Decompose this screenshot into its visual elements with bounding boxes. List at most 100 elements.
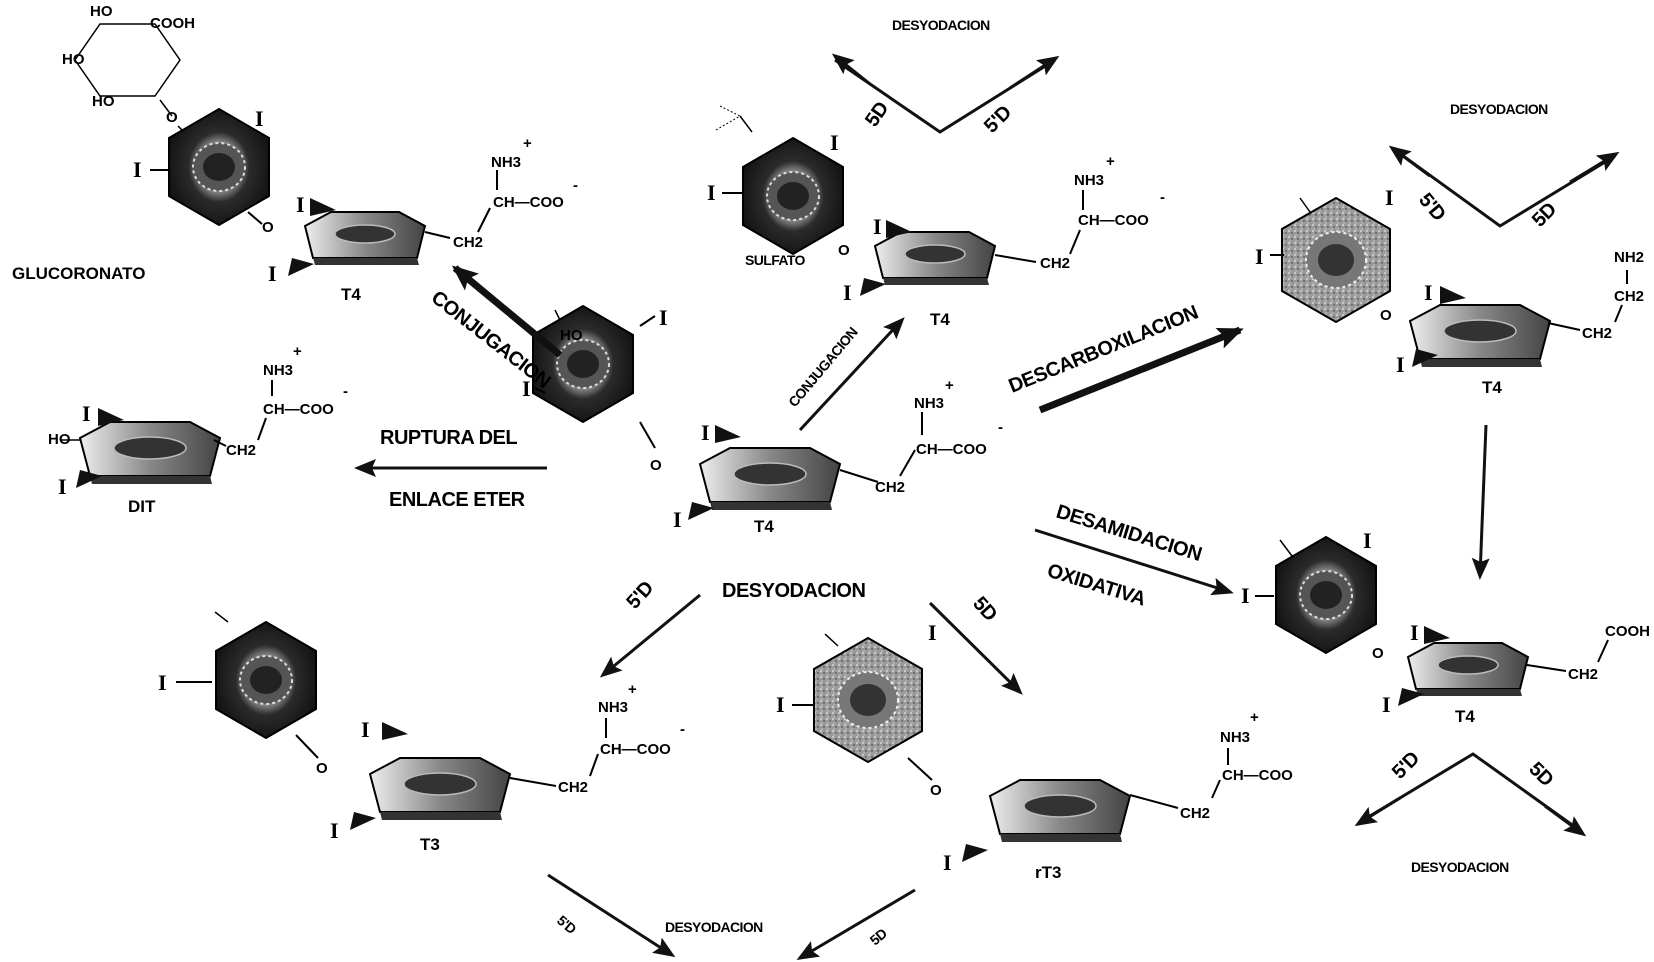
sulfato-label: SULFATO xyxy=(745,252,806,268)
t3-label: T3 xyxy=(420,835,440,854)
decarbox-iodine-3: I xyxy=(1424,280,1433,305)
deamination-inner-ring xyxy=(1408,643,1528,696)
glucoronato-label: GLUCORONATO xyxy=(12,264,145,283)
deamination-ether-oxygen: O xyxy=(1372,645,1384,662)
t4-sulfate-label: T4 xyxy=(930,310,950,329)
glucuronide-nh3-charge: + xyxy=(523,135,532,152)
glucuronate-sugar-ring xyxy=(75,24,180,96)
t3-nh3: NH3 xyxy=(598,699,628,716)
d5-bottom-label: 5D xyxy=(867,925,890,948)
ruptura-line2-label: ENLACE ETER xyxy=(389,489,526,511)
sugar-ho-2: HO xyxy=(62,51,85,68)
sugar-cooh: COOH xyxy=(150,15,195,32)
rt3-nh3: NH3 xyxy=(1220,729,1250,746)
t3-outer-ring xyxy=(216,622,316,738)
t3-ch2: CH2 xyxy=(558,779,588,796)
decarbox-ch2-upper: CH2 xyxy=(1614,288,1644,305)
rt3-label: rT3 xyxy=(1035,863,1061,882)
sulfate-ether-oxygen: O xyxy=(838,242,850,259)
rt3-outer-ring xyxy=(814,638,922,762)
glucuronide-iodine-3: I xyxy=(296,192,305,217)
arrow-decarbox-to-deamination xyxy=(1480,425,1486,576)
glucuronide-inner-ring xyxy=(305,212,425,265)
t3-iodine-5p: I xyxy=(158,670,167,695)
decarbox-iodine-5: I xyxy=(1396,352,1405,377)
t3-iodine-5: I xyxy=(330,818,339,843)
decarbox-ch2-lower: CH2 xyxy=(1582,325,1612,342)
rt3-iodine-5p: I xyxy=(776,692,785,717)
desyodacion-topright-label: DESYODACION xyxy=(1450,101,1548,117)
sulfate-ch2: CH2 xyxy=(1040,255,1070,272)
dit-ch2: CH2 xyxy=(226,442,256,459)
glucuronide-ether-oxygen: O xyxy=(262,219,274,236)
t4-center-inner-ring xyxy=(700,448,840,510)
t4-center-iodine-3p: I xyxy=(659,305,668,330)
t4-center-ether-oxygen: O xyxy=(650,457,662,474)
d5-tr-label: 5D xyxy=(1528,199,1561,232)
t3-coo-charge: - xyxy=(680,721,685,738)
sulfate-iodine-5p: I xyxy=(707,180,716,205)
t3-ch-coo: CH—COO xyxy=(600,741,671,758)
d5-center-label: 5D xyxy=(968,593,1001,626)
d5-br-label: 5D xyxy=(1524,758,1557,791)
dit-nh3: NH3 xyxy=(263,362,293,379)
dit-iodine-5: I xyxy=(58,474,67,499)
desamidacion-line2-label: OXIDATIVA xyxy=(1045,560,1148,611)
t3-molecule: I O I I CH2 CH—COO - NH3 + T3 xyxy=(158,612,685,854)
decarbox-nh2: NH2 xyxy=(1614,249,1644,266)
decarbox-outer-ring xyxy=(1282,198,1390,322)
t4-center-ch-coo: CH—COO xyxy=(916,441,987,458)
t3-iodine-3: I xyxy=(361,717,370,742)
sulfate-iodine-3: I xyxy=(873,214,882,239)
dit-ring xyxy=(80,422,220,484)
desyodacion-bottom-label: DESYODACION xyxy=(665,919,763,935)
glucuronide-nh3: NH3 xyxy=(491,154,521,171)
t4-sulfate-molecule: I I O I I CH2 CH—COO - NH3 + SULFATO T4 xyxy=(707,106,1165,329)
desyodacion-top-label: DESYODACION xyxy=(892,17,990,33)
t3-nh3-charge: + xyxy=(628,681,637,698)
deamination-iodine-5p: I xyxy=(1241,583,1250,608)
t4-deamination-molecule: I I O I I CH2 COOH T4 xyxy=(1241,528,1650,726)
decarbox-iodine-3p: I xyxy=(1385,185,1394,210)
t4-deamination-label: T4 xyxy=(1455,707,1475,726)
t4-center-iodine-3: I xyxy=(701,420,710,445)
sulfate-nh3: NH3 xyxy=(1074,172,1104,189)
rt3-molecule: I I O I CH2 CH—COO NH3 + rT3 xyxy=(776,620,1293,882)
t4-center-nh3: NH3 xyxy=(914,395,944,412)
deamination-cooh: COOH xyxy=(1605,623,1650,640)
glucuronide-oxygen: O xyxy=(166,109,178,126)
glucuronide-coo-charge: - xyxy=(573,177,578,194)
conjugacion-up-label: CONJUGACION xyxy=(785,324,861,410)
t3-ether-oxygen: O xyxy=(316,760,328,777)
desyodacion-bottomright-label: DESYODACION xyxy=(1411,859,1509,875)
dit-iodine-3: I xyxy=(82,401,91,426)
dit-ch-coo: CH—COO xyxy=(263,401,334,418)
decarbox-ether-oxygen: O xyxy=(1380,307,1392,324)
glucuronide-outer-ring xyxy=(169,109,269,225)
arrow-5d-to-rt3 xyxy=(930,603,1020,692)
rt3-nh3-charge: + xyxy=(1250,709,1259,726)
d5p-center-label: 5'D xyxy=(622,577,658,613)
t4-center-label: T4 xyxy=(754,517,774,536)
sulfate-inner-ring xyxy=(875,232,995,285)
rt3-ether-oxygen: O xyxy=(930,782,942,799)
ruptura-line1-label: RUPTURA DEL xyxy=(380,427,517,449)
t4-center-outer-ring xyxy=(533,306,633,422)
glucuronide-iodine-3p: I xyxy=(255,106,264,131)
decarbox-iodine-5p: I xyxy=(1255,244,1264,269)
rt3-iodine-5: I xyxy=(943,850,952,875)
dit-nh3-charge: + xyxy=(293,343,302,360)
t4-center-iodine-5: I xyxy=(673,507,682,532)
t4-glucuronide-molecule: HO COOH HO HO O I I O I I CH2 CH—COO - N… xyxy=(12,3,578,304)
sulfate-coo-charge: - xyxy=(1160,189,1165,206)
t4-glucuronide-label: T4 xyxy=(341,285,361,304)
sulfate-nh3-charge: + xyxy=(1106,153,1115,170)
rt3-iodine-3p: I xyxy=(928,620,937,645)
sulfate-iodine-3p: I xyxy=(830,130,839,155)
rt3-ch-coo: CH—COO xyxy=(1222,767,1293,784)
sugar-ho-3: HO xyxy=(92,93,115,110)
sugar-ho-1: HO xyxy=(90,3,113,20)
glucuronide-ch2: CH2 xyxy=(453,234,483,251)
